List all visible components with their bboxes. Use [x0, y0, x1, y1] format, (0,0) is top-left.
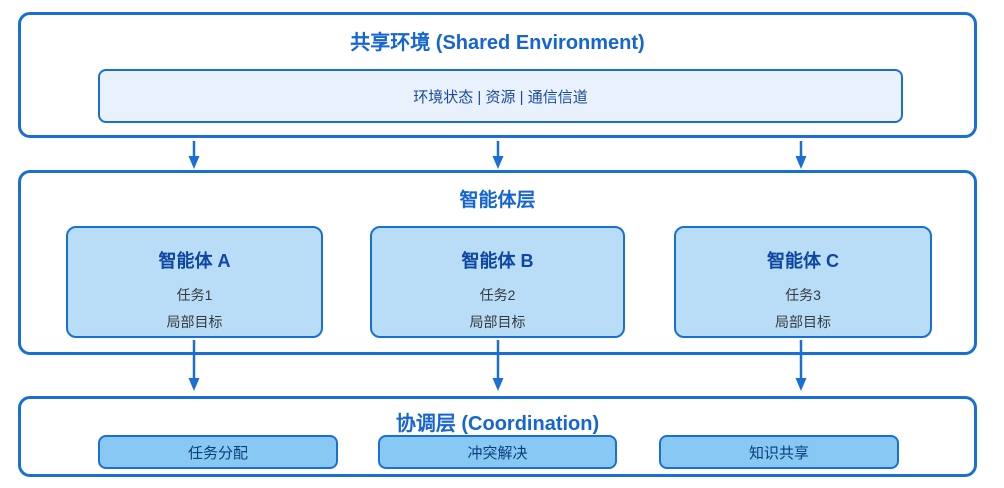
task-allocation-label: 任务分配 — [187, 444, 248, 462]
arrow-env-to-agent-c — [795, 141, 807, 169]
agent-a-title: 智能体 A — [158, 251, 231, 271]
agent-layer-title: 智能体层 — [459, 190, 536, 211]
agent-a-task: 任务1 — [176, 287, 213, 303]
shared-environment-box: 共享环境 (Shared Environment) 环境状态 | 资源 | 通信… — [18, 12, 977, 138]
agent-box-b: 智能体 B 任务2 局部目标 — [370, 226, 625, 338]
coordination-layer-title: 协调层 (Coordination) — [395, 413, 600, 435]
agent-box-a: 智能体 A 任务1 局部目标 — [66, 226, 323, 338]
conflict-resolution-box: 冲突解决 — [378, 435, 617, 469]
knowledge-sharing-label: 知识共享 — [748, 444, 809, 462]
shared-environment-title: 共享环境 (Shared Environment) — [350, 32, 645, 54]
environment-state-box: 环境状态 | 资源 | 通信信道 — [98, 69, 903, 123]
agent-c-task: 任务3 — [785, 287, 821, 303]
task-allocation-box: 任务分配 — [98, 435, 338, 469]
arrow-env-to-agent-a — [188, 141, 200, 169]
agent-b-title: 智能体 B — [461, 251, 534, 271]
environment-state-label: 环境状态 | 资源 | 通信信道 — [413, 88, 588, 106]
agent-c-title: 智能体 C — [767, 251, 839, 271]
agent-a-goal: 局部目标 — [166, 314, 223, 330]
arrow-env-to-agent-b — [492, 141, 504, 169]
knowledge-sharing-box: 知识共享 — [659, 435, 899, 469]
agent-layer-box: 智能体层 智能体 A 任务1 局部目标 智能体 B 任务2 局部目标 智能体 C… — [18, 170, 977, 355]
agent-box-c: 智能体 C 任务3 局部目标 — [674, 226, 932, 338]
agent-b-task: 任务2 — [479, 287, 516, 303]
agent-b-goal: 局部目标 — [469, 314, 526, 330]
conflict-resolution-label: 冲突解决 — [467, 444, 528, 462]
coordination-layer-box: 协调层 (Coordination) 任务分配 冲突解决 知识共享 — [18, 396, 977, 477]
agent-c-goal: 局部目标 — [775, 314, 831, 330]
